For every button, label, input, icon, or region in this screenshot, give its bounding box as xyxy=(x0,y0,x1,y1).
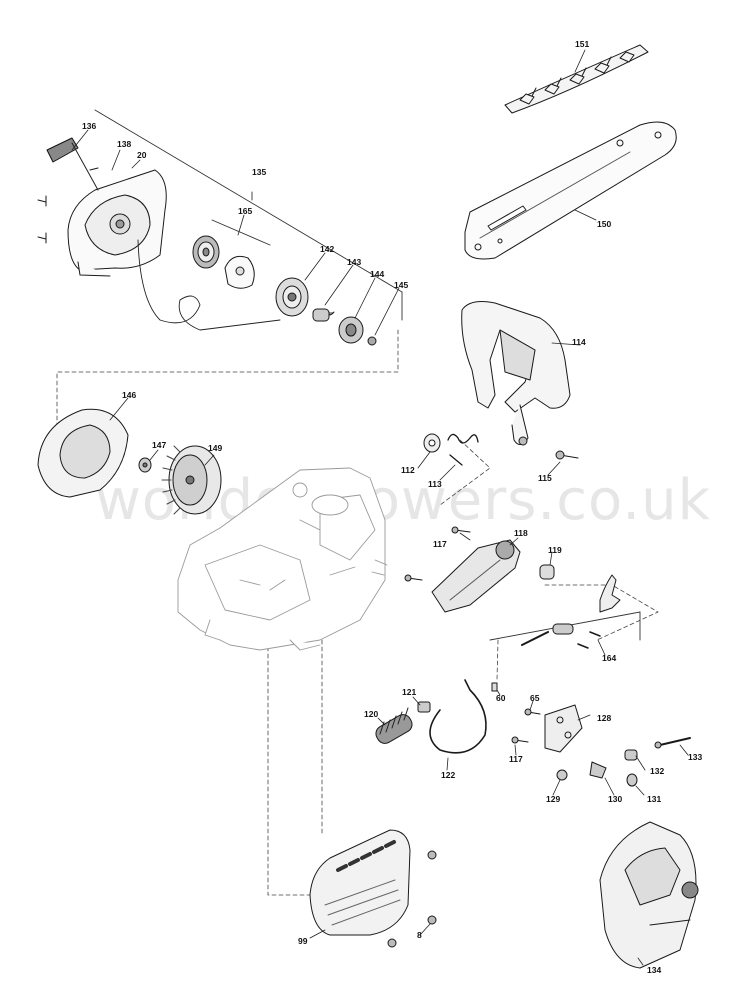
bolt-small xyxy=(368,337,376,345)
callout-119: 119 xyxy=(548,545,562,555)
recoil-spring xyxy=(193,236,219,268)
pin-130 xyxy=(590,762,606,778)
callout-147: 147 xyxy=(152,440,167,450)
callout-143: 143 xyxy=(347,257,362,267)
adjuster-pins xyxy=(522,624,600,648)
callout-129: 129 xyxy=(546,794,561,804)
callout-115: 115 xyxy=(538,473,552,483)
screw-8 xyxy=(388,851,436,947)
nut-132 xyxy=(625,750,637,760)
callout-135: 135 xyxy=(252,167,267,177)
leader-lines xyxy=(71,49,689,966)
callout-134: 134 xyxy=(647,965,662,975)
sprocket-cover xyxy=(600,822,698,968)
flywheel-nut xyxy=(139,458,151,472)
pin-60 xyxy=(492,683,497,691)
callout-144: 144 xyxy=(370,269,385,279)
callout-117b: 117 xyxy=(509,754,523,764)
cylinder-cover xyxy=(310,830,410,935)
callout-146: 146 xyxy=(122,390,137,400)
screw-117b xyxy=(512,737,528,743)
callout-151: 151 xyxy=(575,39,590,49)
callout-114: 114 xyxy=(572,337,586,347)
clutch-cover-plate xyxy=(432,540,520,612)
callout-65: 65 xyxy=(530,693,540,703)
spacer-119 xyxy=(540,565,554,579)
bolt-133 xyxy=(655,738,690,748)
chain-brake-lever xyxy=(462,302,570,445)
callout-112: 112 xyxy=(401,465,415,475)
plate-128 xyxy=(545,705,582,752)
brake-spring xyxy=(448,434,478,465)
rope-pulley xyxy=(276,278,308,316)
brake-band xyxy=(430,680,486,753)
screw-115 xyxy=(556,451,578,459)
saw-chain xyxy=(505,45,648,113)
block-121 xyxy=(418,702,430,712)
crankcase xyxy=(178,468,387,650)
callout-122: 122 xyxy=(441,770,456,780)
callout-136: 136 xyxy=(82,121,97,131)
assembly-guide-lines xyxy=(56,329,659,896)
callout-8: 8 xyxy=(417,930,422,940)
callout-133: 133 xyxy=(688,752,703,762)
washer xyxy=(424,434,440,452)
spring-cover xyxy=(225,256,254,288)
callout-142: 142 xyxy=(320,244,335,254)
callout-165: 165 xyxy=(238,206,253,216)
callout-145: 145 xyxy=(394,280,409,290)
callout-130: 130 xyxy=(608,794,623,804)
nut-131 xyxy=(627,774,637,786)
callout-120: 120 xyxy=(364,709,379,719)
callout-128: 128 xyxy=(597,713,612,723)
callout-20: 20 xyxy=(137,150,147,160)
callout-132: 132 xyxy=(650,766,665,776)
starter-rope xyxy=(138,240,280,330)
pawl-cap xyxy=(339,317,363,343)
starter-handle xyxy=(47,138,98,190)
guide-bar xyxy=(465,122,676,259)
nut-129 xyxy=(557,770,567,780)
screw-65 xyxy=(525,709,540,715)
callout-164: 164 xyxy=(602,653,617,663)
callout-149: 149 xyxy=(208,443,223,453)
callout-131: 131 xyxy=(647,794,662,804)
callout-99: 99 xyxy=(298,936,308,946)
screw-117 xyxy=(405,527,470,581)
callout-138: 138 xyxy=(117,139,132,149)
callout-60: 60 xyxy=(496,693,506,703)
pawl-spring xyxy=(313,309,334,321)
callout-121: 121 xyxy=(402,687,417,697)
callout-113: 113 xyxy=(428,479,442,489)
starter-housing xyxy=(68,170,166,276)
tension-knob xyxy=(600,575,620,612)
flywheel xyxy=(162,446,221,514)
flywheel-cover xyxy=(38,409,128,497)
brake-spring-120 xyxy=(373,708,415,746)
callout-117: 117 xyxy=(433,539,447,549)
screw-small xyxy=(38,168,98,243)
callout-118: 118 xyxy=(514,528,528,538)
callout-150: 150 xyxy=(597,219,612,229)
